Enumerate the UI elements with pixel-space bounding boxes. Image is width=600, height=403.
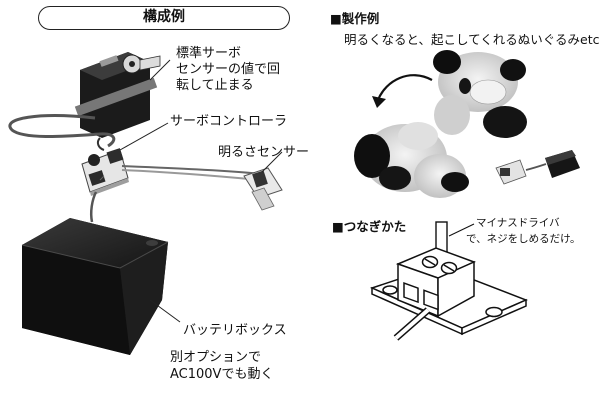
servo-motor (74, 52, 161, 138)
section-header-example: ■製作例 (330, 11, 380, 26)
label-servo: 標準サーボ (176, 46, 242, 61)
servo-leader-line (149, 59, 171, 81)
panda-servo (495, 150, 580, 185)
label-servo-controller: サーボコントローラ (170, 114, 288, 129)
label-brightness-sensor: 明るさセンサー (218, 145, 310, 160)
servo-cable (8, 114, 116, 148)
label-ac-option-1: 別オプションで (170, 350, 262, 365)
section-header-connection: ■つなぎかた (332, 219, 407, 234)
section-title-config: 構成例 (38, 6, 290, 30)
label-servo-desc-1: センサーの値で回 (176, 62, 281, 77)
example-description: 明るくなると、起こしてくれるぬいぐるみetc... (344, 32, 600, 47)
label-battery-box: バッテリボックス (183, 323, 287, 338)
motion-arrow (376, 74, 433, 101)
battery-leader-line (149, 299, 181, 323)
terminal-block-diagram (369, 247, 528, 336)
brightness-sensor (243, 167, 283, 211)
controller-leader-line (119, 122, 169, 151)
label-ac-option-2: AC100Vでも動く (170, 367, 274, 382)
panda-plush (354, 50, 527, 198)
screwdriver-leader-line (448, 223, 475, 237)
label-servo-desc-2: 転して止まる (176, 78, 254, 93)
sensor-leader-line (261, 151, 283, 173)
battery-box (21, 218, 169, 355)
screwdriver-note-2: で、ネジをしめるだけ。 (466, 233, 581, 245)
screwdriver-note-1: マイナスドライバ (476, 217, 560, 229)
servo-controller-board (81, 148, 129, 196)
sensor-wire (121, 165, 263, 175)
battery-cable (89, 191, 98, 223)
